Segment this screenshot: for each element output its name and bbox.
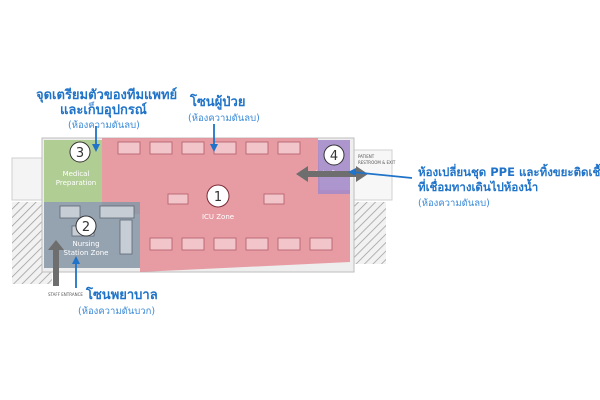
patient-zone-title: โซนผู้ป่วย: [190, 95, 246, 110]
icu-beds: [117, 141, 333, 251]
nursing-number: 2: [82, 220, 90, 235]
ante-room-title-line1: ห้องเปลี่ยนชุด PPE และทิ้งขยะติดเชื้อ: [418, 165, 600, 179]
staff-entrance-label: STAFF ENTRANCE: [48, 292, 83, 297]
icu-number-badge: [206, 184, 230, 208]
outer-corridor-left: [11, 157, 47, 201]
restroom-sign-line2: RESTROOM & EXIT: [358, 160, 396, 165]
icu-label: ICU Zone: [202, 213, 234, 221]
ante-room-double-arrow: [296, 166, 368, 182]
medical-prep-title-line1: จุดเตรียมตัวของทีมแพทย์: [36, 88, 178, 103]
icu-number: 1: [214, 190, 222, 205]
ante-number-badge: [323, 144, 345, 166]
restroom-sign-line1: PATIENT: [358, 154, 375, 159]
callout-arrows: [72, 124, 413, 288]
ante-room-subtitle: (ห้องความดันลบ): [418, 198, 490, 209]
medical-label-line1: Medical: [63, 170, 90, 178]
nursing-label-line2: Station Zone: [64, 249, 109, 257]
nursing-subtitle: (ห้องความดันบวก): [78, 306, 156, 317]
medical-number-badge: [69, 141, 91, 163]
nursing-label-line1: Nursing: [72, 240, 99, 248]
medical-label-line2: Preparation: [56, 179, 96, 187]
medical-prep-subtitle: (ห้องความดันลบ): [68, 120, 140, 131]
ante-number: 4: [330, 149, 338, 164]
medical-prep-title-line2: และเก็บอุปกรณ์: [60, 103, 147, 118]
patient-zone-subtitle: (ห้องความดันลบ): [188, 113, 260, 124]
nursing-title: โซนพยาบาล: [86, 288, 158, 303]
ante-room-title-line2: ที่เชื่อมทางเดินไปห้องน้ำ: [418, 180, 539, 194]
staff-entrance-arrow: [48, 240, 64, 286]
medical-number: 3: [76, 146, 84, 161]
nursing-number-badge: [75, 215, 97, 237]
